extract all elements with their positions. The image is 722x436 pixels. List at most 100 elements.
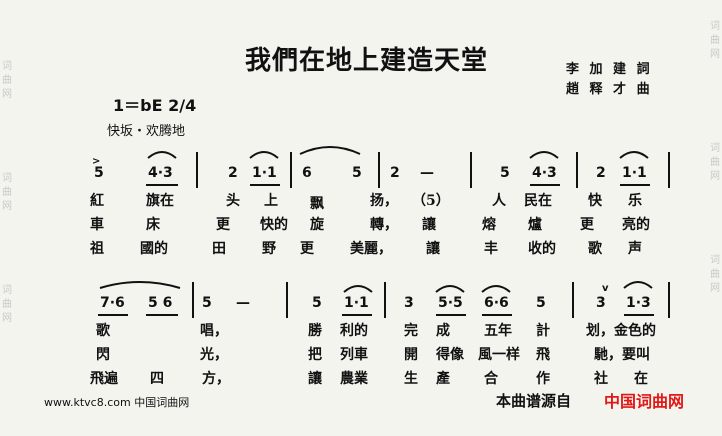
underline-mark <box>620 184 650 186</box>
lyric: 光， <box>200 347 228 363</box>
note: 2 <box>390 165 400 181</box>
lyric: 声 <box>628 241 642 257</box>
slur-mark <box>343 285 373 293</box>
lyric: 列車 <box>340 347 368 363</box>
lyric: 閃 <box>96 347 110 363</box>
side-watermark-text: 词 曲 网 <box>2 173 12 212</box>
slur-mark <box>147 151 177 159</box>
note: 1·1 <box>344 295 369 311</box>
lyric: 生 <box>404 371 418 387</box>
note: 7·6 <box>100 295 125 311</box>
barline <box>196 152 198 188</box>
note: 6·6 <box>484 295 509 311</box>
underline-mark <box>146 184 178 186</box>
slur-mark <box>481 285 511 293</box>
underline-mark <box>250 184 280 186</box>
lyric: 開 <box>404 347 418 363</box>
lyric: 乐 <box>628 193 642 209</box>
lyric: 更 <box>216 217 230 233</box>
lyric: 合 <box>484 371 498 387</box>
barline <box>378 152 380 188</box>
dash-note: — <box>236 295 250 311</box>
slur-mark <box>249 151 279 159</box>
side-watermark-text: 词 曲 网 <box>2 285 12 324</box>
note: 1·1 <box>622 165 647 181</box>
lyric: 五年 <box>484 323 512 339</box>
lyric: 祖 <box>90 241 104 257</box>
lyric: 完 <box>404 323 418 339</box>
note: 5 6 <box>148 295 173 311</box>
lyric: 亮的 <box>622 217 650 233</box>
lyric: 快的 <box>260 217 288 233</box>
underline-mark <box>482 314 512 316</box>
lyric: 野 <box>262 241 276 257</box>
lyric: 讓 <box>308 371 322 387</box>
dash-note: — <box>420 165 434 181</box>
lyric: 田 <box>212 241 226 257</box>
composer-credit: 趙 释 才 曲 <box>566 82 653 97</box>
lyric: 計 <box>536 323 550 339</box>
note: 3 <box>404 295 414 311</box>
key-signature: 1＝bE 2/4 <box>113 96 197 115</box>
side-watermark-left: 词 曲 网 词 曲 网 词 曲 网 <box>0 0 14 436</box>
note: 3 <box>596 295 606 311</box>
note: 5 <box>352 165 362 181</box>
note: 4·3 <box>148 165 173 181</box>
lyric: 划，金色的 <box>586 323 656 339</box>
lyricist-credit: 李 加 建 詞 <box>566 62 653 77</box>
song-title: 我們在地上建造天堂 <box>245 46 489 76</box>
breath-mark: v <box>602 283 609 294</box>
lyric: 把 <box>308 347 322 363</box>
lyric: 得像 <box>436 347 464 363</box>
tie-mark <box>99 281 181 289</box>
lyric: 旗在 <box>146 193 174 209</box>
underline-mark <box>342 314 372 316</box>
slur-mark <box>619 151 649 159</box>
lyric: 馳，要叫 <box>594 347 650 363</box>
lyric: 美麗， <box>350 241 392 257</box>
footer-url[interactable]: www.ktvc8.com 中国词曲网 <box>44 396 190 409</box>
lyric: 讓 <box>426 241 440 257</box>
lyric: 扬， <box>370 193 398 209</box>
side-watermark-text: 词 曲 网 <box>2 61 12 100</box>
note: 1·3 <box>626 295 651 311</box>
lyric: 更 <box>580 217 594 233</box>
lyric: 床 <box>146 217 160 233</box>
note: 6 <box>302 165 312 181</box>
lyric: 熔 <box>482 217 496 233</box>
lyric: 飛 <box>536 347 550 363</box>
lyric: 爐 <box>528 217 542 233</box>
lyric: 歌 <box>96 323 110 339</box>
note: 5 <box>500 165 510 181</box>
underline-mark <box>146 314 178 316</box>
note: 5 <box>536 295 546 311</box>
lyric: 產 <box>436 371 450 387</box>
lyric: 讓 <box>422 217 436 233</box>
side-watermark-text: 词 曲 网 <box>710 255 720 294</box>
barline <box>286 282 288 318</box>
lyric: 方， <box>202 371 230 387</box>
lyric: 丰 <box>484 241 498 257</box>
side-watermark-text: 词 曲 网 <box>710 143 720 182</box>
lyric: 旋 <box>310 217 324 233</box>
footer-source-label: 本曲谱源自 <box>496 392 572 410</box>
lyric: 快 <box>588 193 602 209</box>
lyric: 唱， <box>200 323 228 339</box>
slur-mark <box>435 285 465 293</box>
lyric: 社 <box>594 371 608 387</box>
lyric: 上 <box>264 193 278 209</box>
note: 2 <box>596 165 606 181</box>
lyric: 勝 <box>308 323 322 339</box>
accent-mark: > <box>92 156 101 167</box>
lyric: 四 <box>150 371 164 387</box>
slur-mark <box>529 151 559 159</box>
tie-mark <box>299 146 361 155</box>
barline <box>470 152 472 188</box>
underline-mark <box>530 184 560 186</box>
barline <box>384 282 386 318</box>
note: 5 <box>202 295 212 311</box>
lyric: 農業 <box>340 371 368 387</box>
lyric: 轉， <box>370 217 398 233</box>
lyric: （5） <box>412 193 450 209</box>
underline-mark <box>436 314 466 316</box>
